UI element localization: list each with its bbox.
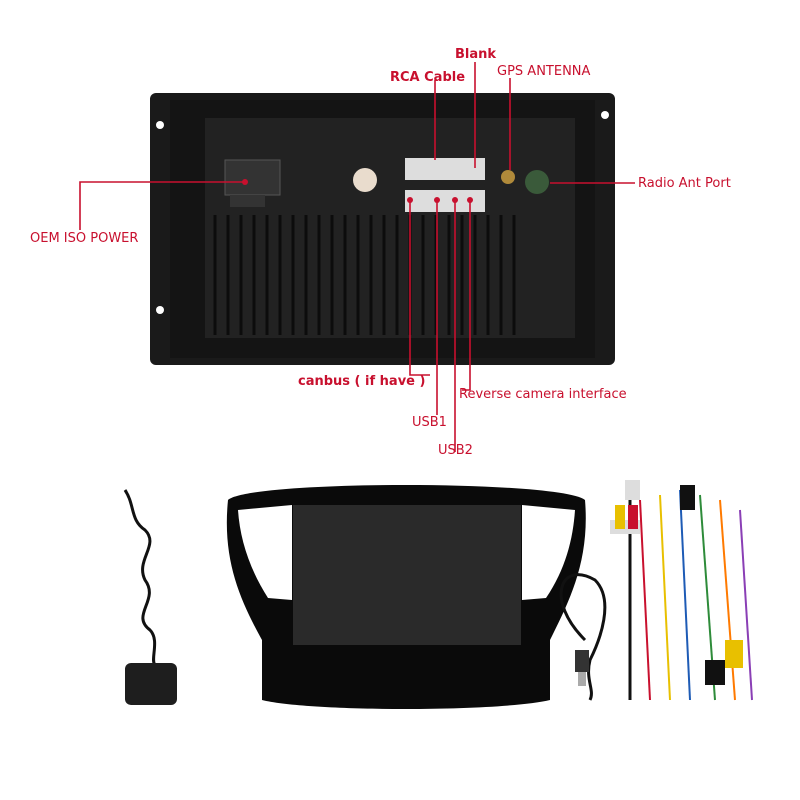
label-rca-cable: RCA Cable: [390, 70, 466, 85]
head-unit-front: [226, 485, 586, 709]
label-canbus: canbus ( if have ): [298, 374, 426, 389]
callout-lines: [79, 62, 635, 452]
label-oem-iso-power: OEM ISO POWER: [30, 231, 139, 246]
gps-antenna: [123, 489, 177, 705]
callout-dots: [242, 179, 473, 203]
label-gps-antenna: GPS ANTENNA: [497, 64, 591, 79]
label-usb1: USB1: [412, 415, 447, 430]
label-radio-ant-port: Radio Ant Port: [638, 176, 731, 191]
usb-cable: [559, 573, 607, 701]
wiring-harness: [610, 480, 753, 701]
head-unit-rear-view: [150, 93, 615, 365]
label-reverse-camera: Reverse camera interface: [459, 387, 627, 402]
label-usb2: USB2: [438, 443, 473, 458]
label-blank: Blank: [455, 47, 497, 62]
